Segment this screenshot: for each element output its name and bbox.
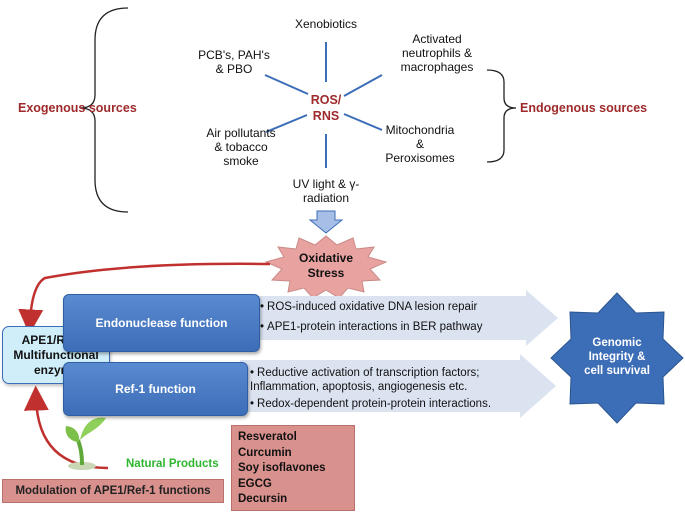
- pcb-label: PCB's, PAH's & PBO: [198, 48, 270, 76]
- neutrophils-label: Activated neutrophils & macrophages: [400, 32, 474, 74]
- bullet-item: ROS-induced oxidative DNA lesion repair: [260, 300, 482, 314]
- endonuclease-bullets: ROS-induced oxidative DNA lesion repair …: [260, 300, 482, 334]
- mitochondria-label: Mitochondria & Peroxisomes: [385, 123, 455, 165]
- modulation-box: Modulation of APE1/Ref-1 functions: [2, 479, 224, 503]
- uv-label: UV light & γ- radiation: [292, 177, 360, 205]
- genomic-integrity-label: Genomic Integrity & cell survival: [584, 337, 650, 377]
- bullet-item: APE1-protein interactions in BER pathway: [260, 320, 482, 334]
- modulation-label: Modulation of APE1/Ref-1 functions: [15, 485, 211, 497]
- compound-item: Curcumin: [238, 446, 292, 459]
- exogenous-sources-label: Exogenous sources: [18, 101, 137, 115]
- exogenous-brace: [79, 7, 129, 213]
- plant-icon: [65, 417, 106, 470]
- compound-item: Decursin: [238, 493, 288, 505]
- endogenous-brace: [486, 69, 517, 163]
- compound-item: Resveratol: [238, 431, 297, 443]
- oxidative-stress-star: [264, 235, 388, 299]
- ros-rays: [264, 42, 383, 168]
- stress-to-ape1-arrow: [18, 262, 271, 335]
- air-pollutants-label: Air pollutants & tobacco smoke: [206, 126, 276, 168]
- compound-item: Soy isoflavones: [238, 462, 326, 474]
- compounds-box: Resveratol Curcumin Soy isoflavones EGCG…: [231, 425, 355, 511]
- oxidative-stress-label: Oxidative Stress: [298, 251, 354, 280]
- xenobiotics-label: Xenobiotics: [294, 17, 358, 31]
- endogenous-sources-label: Endogenous sources: [520, 101, 648, 115]
- down-arrow: [308, 210, 344, 234]
- bullet-item: Redox-dependent protein-protein interact…: [250, 397, 491, 411]
- natural-products-label: Natural Products: [126, 458, 219, 470]
- bullet-item: Reductive activation of transcription fa…: [250, 366, 491, 394]
- endonuclease-function-box: Endonuclease function: [63, 294, 260, 352]
- ref1-function-box: Ref-1 function: [63, 362, 248, 416]
- genomic-star: [550, 292, 684, 424]
- compound-item: EGCG: [238, 477, 272, 490]
- ros-rns-label: ROS/ RNS: [310, 93, 342, 123]
- ref1-bullets: Reductive activation of transcription fa…: [250, 366, 491, 411]
